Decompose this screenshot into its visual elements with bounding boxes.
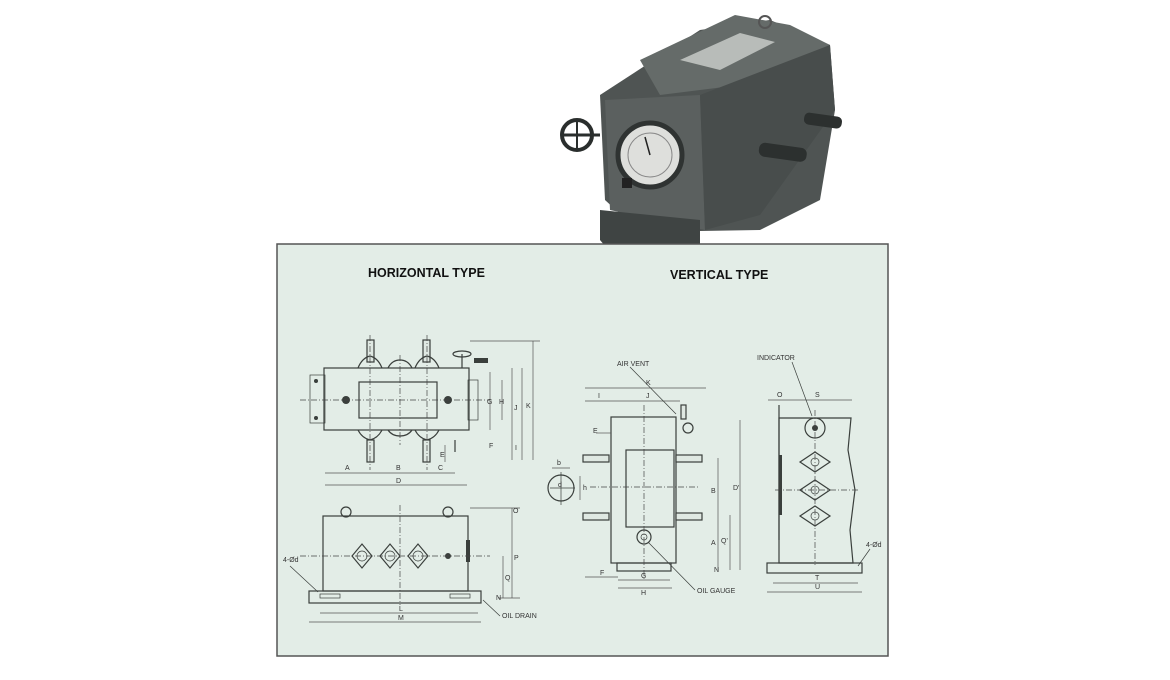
dim-H: H (499, 399, 504, 406)
dim-G-vertical: G (641, 573, 646, 580)
dim-D1-vertical: D' (733, 485, 739, 492)
dim-h: h (583, 485, 587, 492)
vertical-front-view: K I J E B D' A Q' N F G H AIR VENT OIL G… (582, 361, 741, 597)
dim-A-vertical: A (711, 540, 716, 547)
dim-D: D (396, 478, 401, 485)
dim-P: P (514, 555, 519, 562)
input-shaft (803, 112, 842, 129)
horizontal-front-view: L M N O P Q 4-Ød OIL DRAIN (283, 505, 537, 623)
dim-H-vertical: H (641, 590, 646, 597)
dim-b: b (557, 460, 561, 467)
callout-bolt-holes-right: 4-Ød (866, 542, 882, 549)
dim-U-side: U (815, 584, 820, 591)
vertical-type-title: VERTICAL TYPE (670, 268, 768, 282)
dim-S-side: S (815, 392, 820, 399)
dim-J-vertical: J (646, 393, 650, 400)
dim-I: I (515, 445, 517, 452)
dim-M: M (398, 615, 404, 622)
dim-T-side: T (815, 575, 820, 582)
dim-F: F (489, 443, 493, 450)
dim-E: E (440, 452, 445, 459)
callout-bolt-holes-left: 4-Ød (283, 557, 299, 564)
callout-indicator: INDICATOR (757, 355, 795, 362)
callout-oil-drain: OIL DRAIN (502, 613, 537, 620)
callout-oil-gauge: OIL GAUGE (697, 588, 736, 595)
dim-L: L (399, 606, 403, 613)
dim-F-vertical: F (600, 570, 604, 577)
dim-d: d (558, 482, 562, 489)
dim-E-vertical: E (593, 428, 598, 435)
dim-O: O (513, 508, 519, 515)
callout-air-vent: AIR VENT (617, 361, 650, 368)
dim-K: K (526, 403, 531, 410)
shaft-key-section: b h d (547, 460, 587, 505)
dim-J: J (514, 405, 518, 412)
dim-B-vertical: B (711, 488, 716, 495)
dim-N-vertical: N (714, 567, 719, 574)
vertical-side-view: O S T U INDICATOR 4-Ød (757, 355, 882, 593)
dim-N: N (496, 595, 501, 602)
output-shaft (758, 142, 807, 162)
horizontal-top-view: A B C D E F G H I J K (300, 335, 540, 486)
horizontal-type-title: HORIZONTAL TYPE (368, 266, 485, 280)
dim-Q: Q (505, 575, 511, 582)
dim-O-side: O (777, 392, 783, 399)
dim-Q1-vertical: Q' (721, 538, 728, 545)
gear-reducer-photo (560, 15, 842, 258)
dim-I-vertical: I (598, 393, 600, 400)
dim-G: G (487, 399, 492, 406)
dim-C: C (438, 465, 443, 472)
dim-A: A (345, 465, 350, 472)
dim-K-vertical: K (646, 380, 651, 387)
dim-B: B (396, 465, 401, 472)
drawing-panel (276, 243, 889, 657)
